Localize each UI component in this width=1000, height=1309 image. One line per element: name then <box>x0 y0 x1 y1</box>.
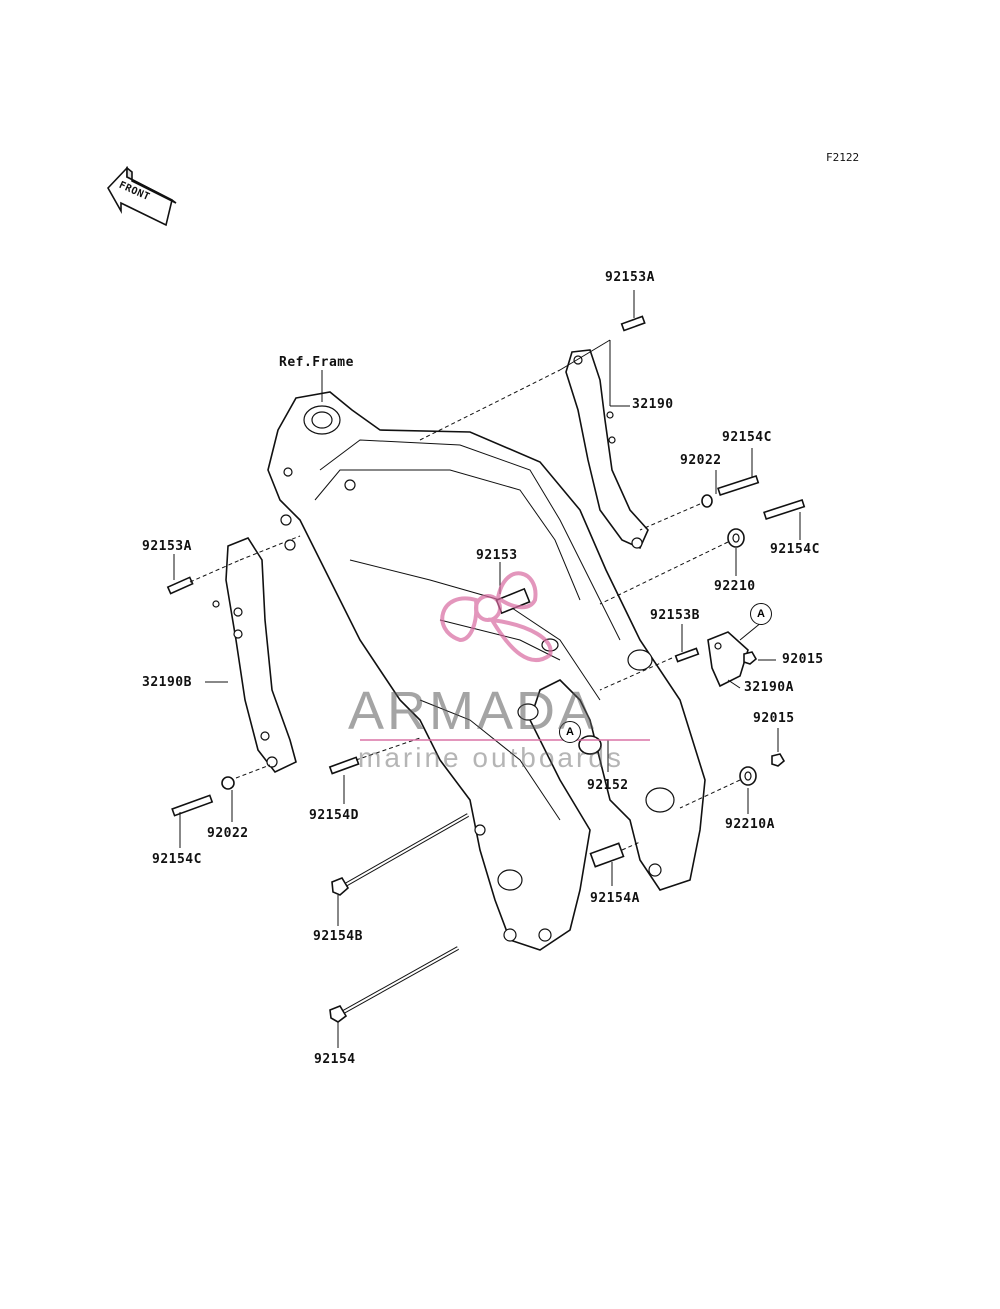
bolt-92153B <box>674 647 700 663</box>
ref-marker-a: A <box>750 603 772 625</box>
bolt-92154 <box>329 946 459 1023</box>
part-label: 92154 <box>314 1052 356 1067</box>
bolt-92154C-a <box>717 474 760 496</box>
front-arrow-icon <box>107 165 177 227</box>
ref-frame-label: Ref.Frame <box>279 355 354 370</box>
part-label: 92154B <box>313 929 363 944</box>
part-label: 92154C <box>770 542 820 557</box>
part-label: 92015 <box>753 711 795 726</box>
nut-92015-bottom <box>771 753 786 767</box>
part-label: 92022 <box>680 453 722 468</box>
bolt-92154C-left <box>171 794 214 817</box>
bolt-92154A <box>589 842 625 868</box>
part-label: 92153A <box>142 539 192 554</box>
washer-92022-right <box>701 494 713 508</box>
part-label: 32190 <box>632 397 674 412</box>
part-label: 92154C <box>152 852 202 867</box>
bracket-32190B <box>212 537 297 773</box>
part-label: 92153B <box>650 608 700 623</box>
part-label: 32190A <box>744 680 794 695</box>
leader-lines <box>173 290 801 1048</box>
diagram-code: F2122 <box>826 151 860 164</box>
watermark-sub: marine outboards <box>358 742 624 773</box>
watermark-propeller-icon <box>440 571 553 662</box>
part-label: 92154C <box>722 430 772 445</box>
part-label: 92210A <box>725 817 775 832</box>
bolt-92154C-b <box>763 498 806 520</box>
bracket-32190 <box>565 349 649 550</box>
watermark-brand: ARMADA <box>348 681 598 741</box>
nut-92015-top <box>743 651 758 665</box>
washer-92022-left <box>221 776 235 790</box>
part-label: 92022 <box>207 826 249 841</box>
ref-marker-a: A <box>559 721 581 743</box>
part-label: 92154D <box>309 808 359 823</box>
part-label: 92154A <box>590 891 640 906</box>
part-label: 92152 <box>587 778 629 793</box>
bracket-32190A <box>707 631 749 688</box>
main-frame <box>267 391 706 951</box>
bolt-92154D <box>328 756 360 775</box>
bushing-92210A <box>739 766 757 786</box>
bolt-92153A-top <box>620 315 646 332</box>
part-label: 92153A <box>605 270 655 285</box>
bushing-92210 <box>727 528 745 548</box>
part-label: 92210 <box>714 579 756 594</box>
part-label: 32190B <box>142 675 192 690</box>
part-label: 92015 <box>782 652 824 667</box>
bolt-92153A-left <box>166 576 194 595</box>
bolt-92154B <box>331 813 469 896</box>
part-label: 92153 <box>476 548 518 563</box>
